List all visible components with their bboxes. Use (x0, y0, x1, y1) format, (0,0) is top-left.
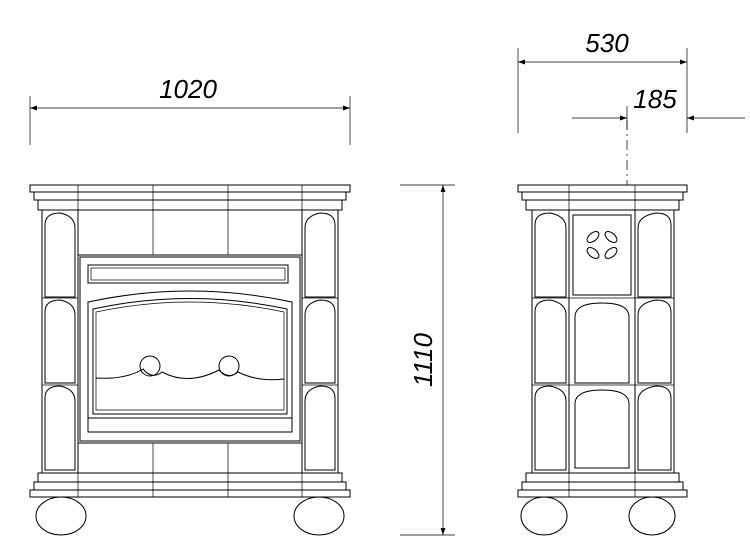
dimension-offset: 185 (572, 84, 745, 130)
front-left-foot (35, 496, 87, 536)
side-left-foot (520, 496, 568, 536)
front-view (29, 184, 351, 536)
height-label: 1110 (408, 332, 438, 387)
front-lower-tiles (152, 443, 229, 473)
side-body (531, 209, 675, 474)
dimension-height: 1110 (400, 184, 455, 536)
front-right-column (301, 210, 338, 473)
dimension-width: 1020 (29, 74, 351, 145)
side-plinth (517, 472, 688, 498)
front-cornice (29, 184, 351, 211)
side-view (517, 120, 688, 536)
front-plinth (29, 472, 351, 498)
front-left-column (42, 210, 79, 473)
side-right-column (635, 212, 674, 471)
side-left-column (532, 212, 569, 471)
side-right-foot (628, 496, 676, 536)
front-right-foot (293, 496, 345, 536)
depth-label: 530 (585, 28, 629, 58)
front-upper-tiles (77, 210, 303, 255)
side-middle-column (569, 214, 635, 469)
front-body (41, 209, 339, 474)
flower-ornament-icon (586, 231, 618, 259)
width-label: 1020 (159, 74, 217, 104)
side-cornice (517, 184, 688, 211)
front-firebox (77, 254, 303, 444)
offset-label: 185 (633, 84, 677, 114)
dimension-depth: 530 (517, 28, 688, 133)
